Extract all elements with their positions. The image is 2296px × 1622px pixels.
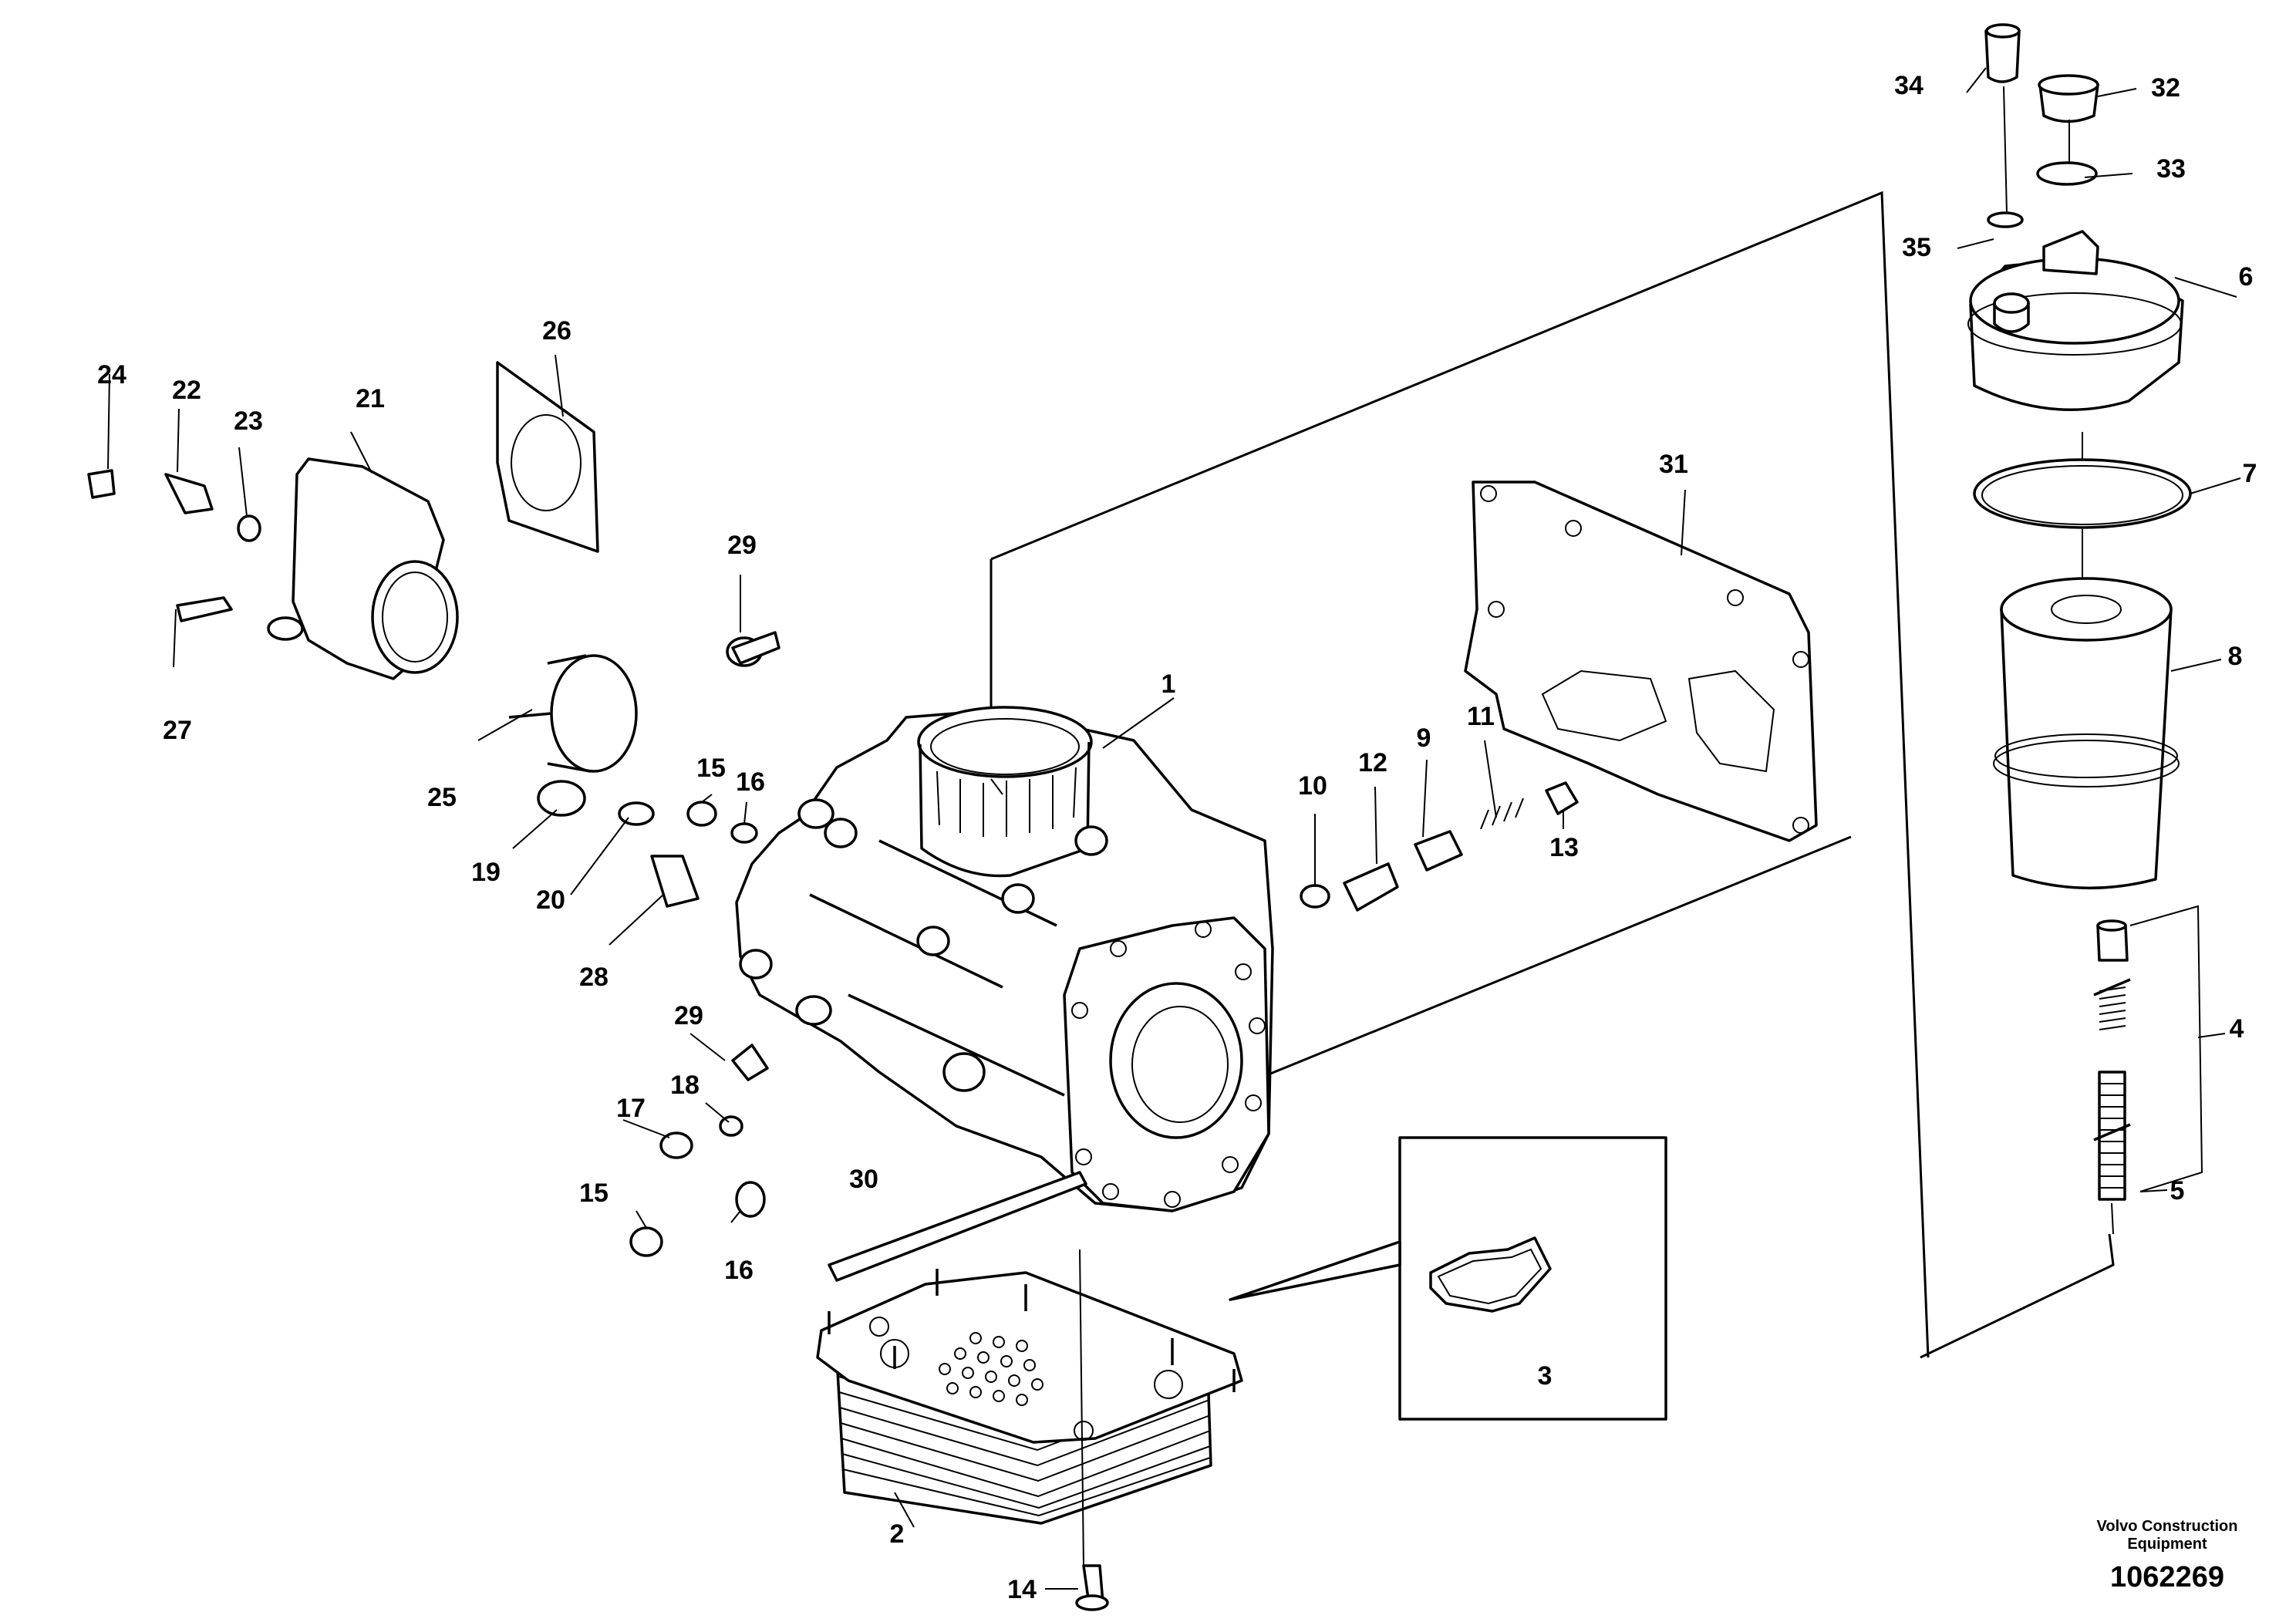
label-18: 18 bbox=[670, 1071, 700, 1100]
label-16a: 16 bbox=[736, 767, 765, 797]
label-25: 25 bbox=[427, 783, 457, 812]
top-fittings bbox=[1984, 23, 2099, 578]
label-11: 11 bbox=[1467, 702, 1495, 731]
label-15a: 15 bbox=[696, 754, 726, 783]
label-19: 19 bbox=[471, 858, 501, 887]
label-29b: 29 bbox=[674, 1001, 703, 1030]
connection-pipe bbox=[508, 654, 638, 773]
label-22: 22 bbox=[172, 376, 201, 405]
oil-filter-element bbox=[1993, 577, 2180, 890]
label-15b: 15 bbox=[579, 1179, 609, 1208]
detail-inset-seal bbox=[1229, 1136, 1667, 1421]
label-31: 31 bbox=[1659, 450, 1688, 479]
label-21: 21 bbox=[356, 384, 385, 413]
label-1: 1 bbox=[1161, 669, 1176, 699]
label-8: 8 bbox=[2228, 642, 2243, 671]
piston-parts bbox=[1300, 781, 1579, 912]
oil-filter-housing bbox=[735, 706, 1274, 1212]
label-12: 12 bbox=[1358, 748, 1387, 777]
filter-o-ring bbox=[1973, 458, 2192, 529]
label-27: 27 bbox=[163, 716, 192, 745]
bolt-14 bbox=[1075, 1564, 1109, 1611]
label-3: 3 bbox=[1538, 1361, 1553, 1391]
credit-line-1: Volvo Construction bbox=[2097, 1518, 2238, 1535]
label-17: 17 bbox=[616, 1094, 646, 1123]
housing-gasket bbox=[1464, 481, 1818, 842]
filter-cover bbox=[1967, 230, 2184, 411]
label-7: 7 bbox=[2243, 459, 2257, 488]
label-20: 20 bbox=[536, 885, 565, 915]
label-34: 34 bbox=[1894, 71, 1923, 100]
thermostat-housing bbox=[267, 457, 459, 680]
leader-lines bbox=[107, 67, 2241, 1590]
label-29a: 29 bbox=[727, 531, 757, 560]
label-9: 9 bbox=[1417, 723, 1431, 753]
label-5: 5 bbox=[2170, 1176, 2185, 1206]
label-30: 30 bbox=[849, 1165, 878, 1194]
label-4: 4 bbox=[2230, 1014, 2244, 1044]
label-28: 28 bbox=[579, 963, 609, 992]
label-35: 35 bbox=[1902, 233, 1931, 262]
label-26: 26 bbox=[542, 316, 571, 346]
document-number: 1062269 bbox=[2110, 1561, 2224, 1593]
oil-cooler bbox=[816, 1269, 1243, 1525]
label-13: 13 bbox=[1549, 833, 1579, 862]
relief-valve-parts bbox=[2093, 905, 2203, 1235]
label-24: 24 bbox=[97, 360, 126, 389]
label-32: 32 bbox=[2151, 73, 2180, 103]
assembly-boundary-lines bbox=[990, 191, 2115, 1359]
label-2: 2 bbox=[890, 1519, 905, 1549]
flange-gasket bbox=[496, 361, 599, 553]
label-10: 10 bbox=[1298, 771, 1327, 801]
label-16b: 16 bbox=[724, 1256, 754, 1285]
label-33: 33 bbox=[2156, 154, 2186, 184]
document-credit: Volvo Construction Equipment 1062269 bbox=[2097, 1518, 2238, 1593]
label-6: 6 bbox=[2239, 262, 2254, 292]
small-left-parts bbox=[87, 469, 1087, 1282]
credit-line-2: Equipment bbox=[2127, 1536, 2207, 1553]
label-14: 14 bbox=[1007, 1575, 1037, 1604]
label-23: 23 bbox=[234, 406, 263, 436]
callout-labels: 1 2 3 4 5 6 7 8 9 10 11 12 13 14 15 15 1… bbox=[97, 71, 2257, 1604]
